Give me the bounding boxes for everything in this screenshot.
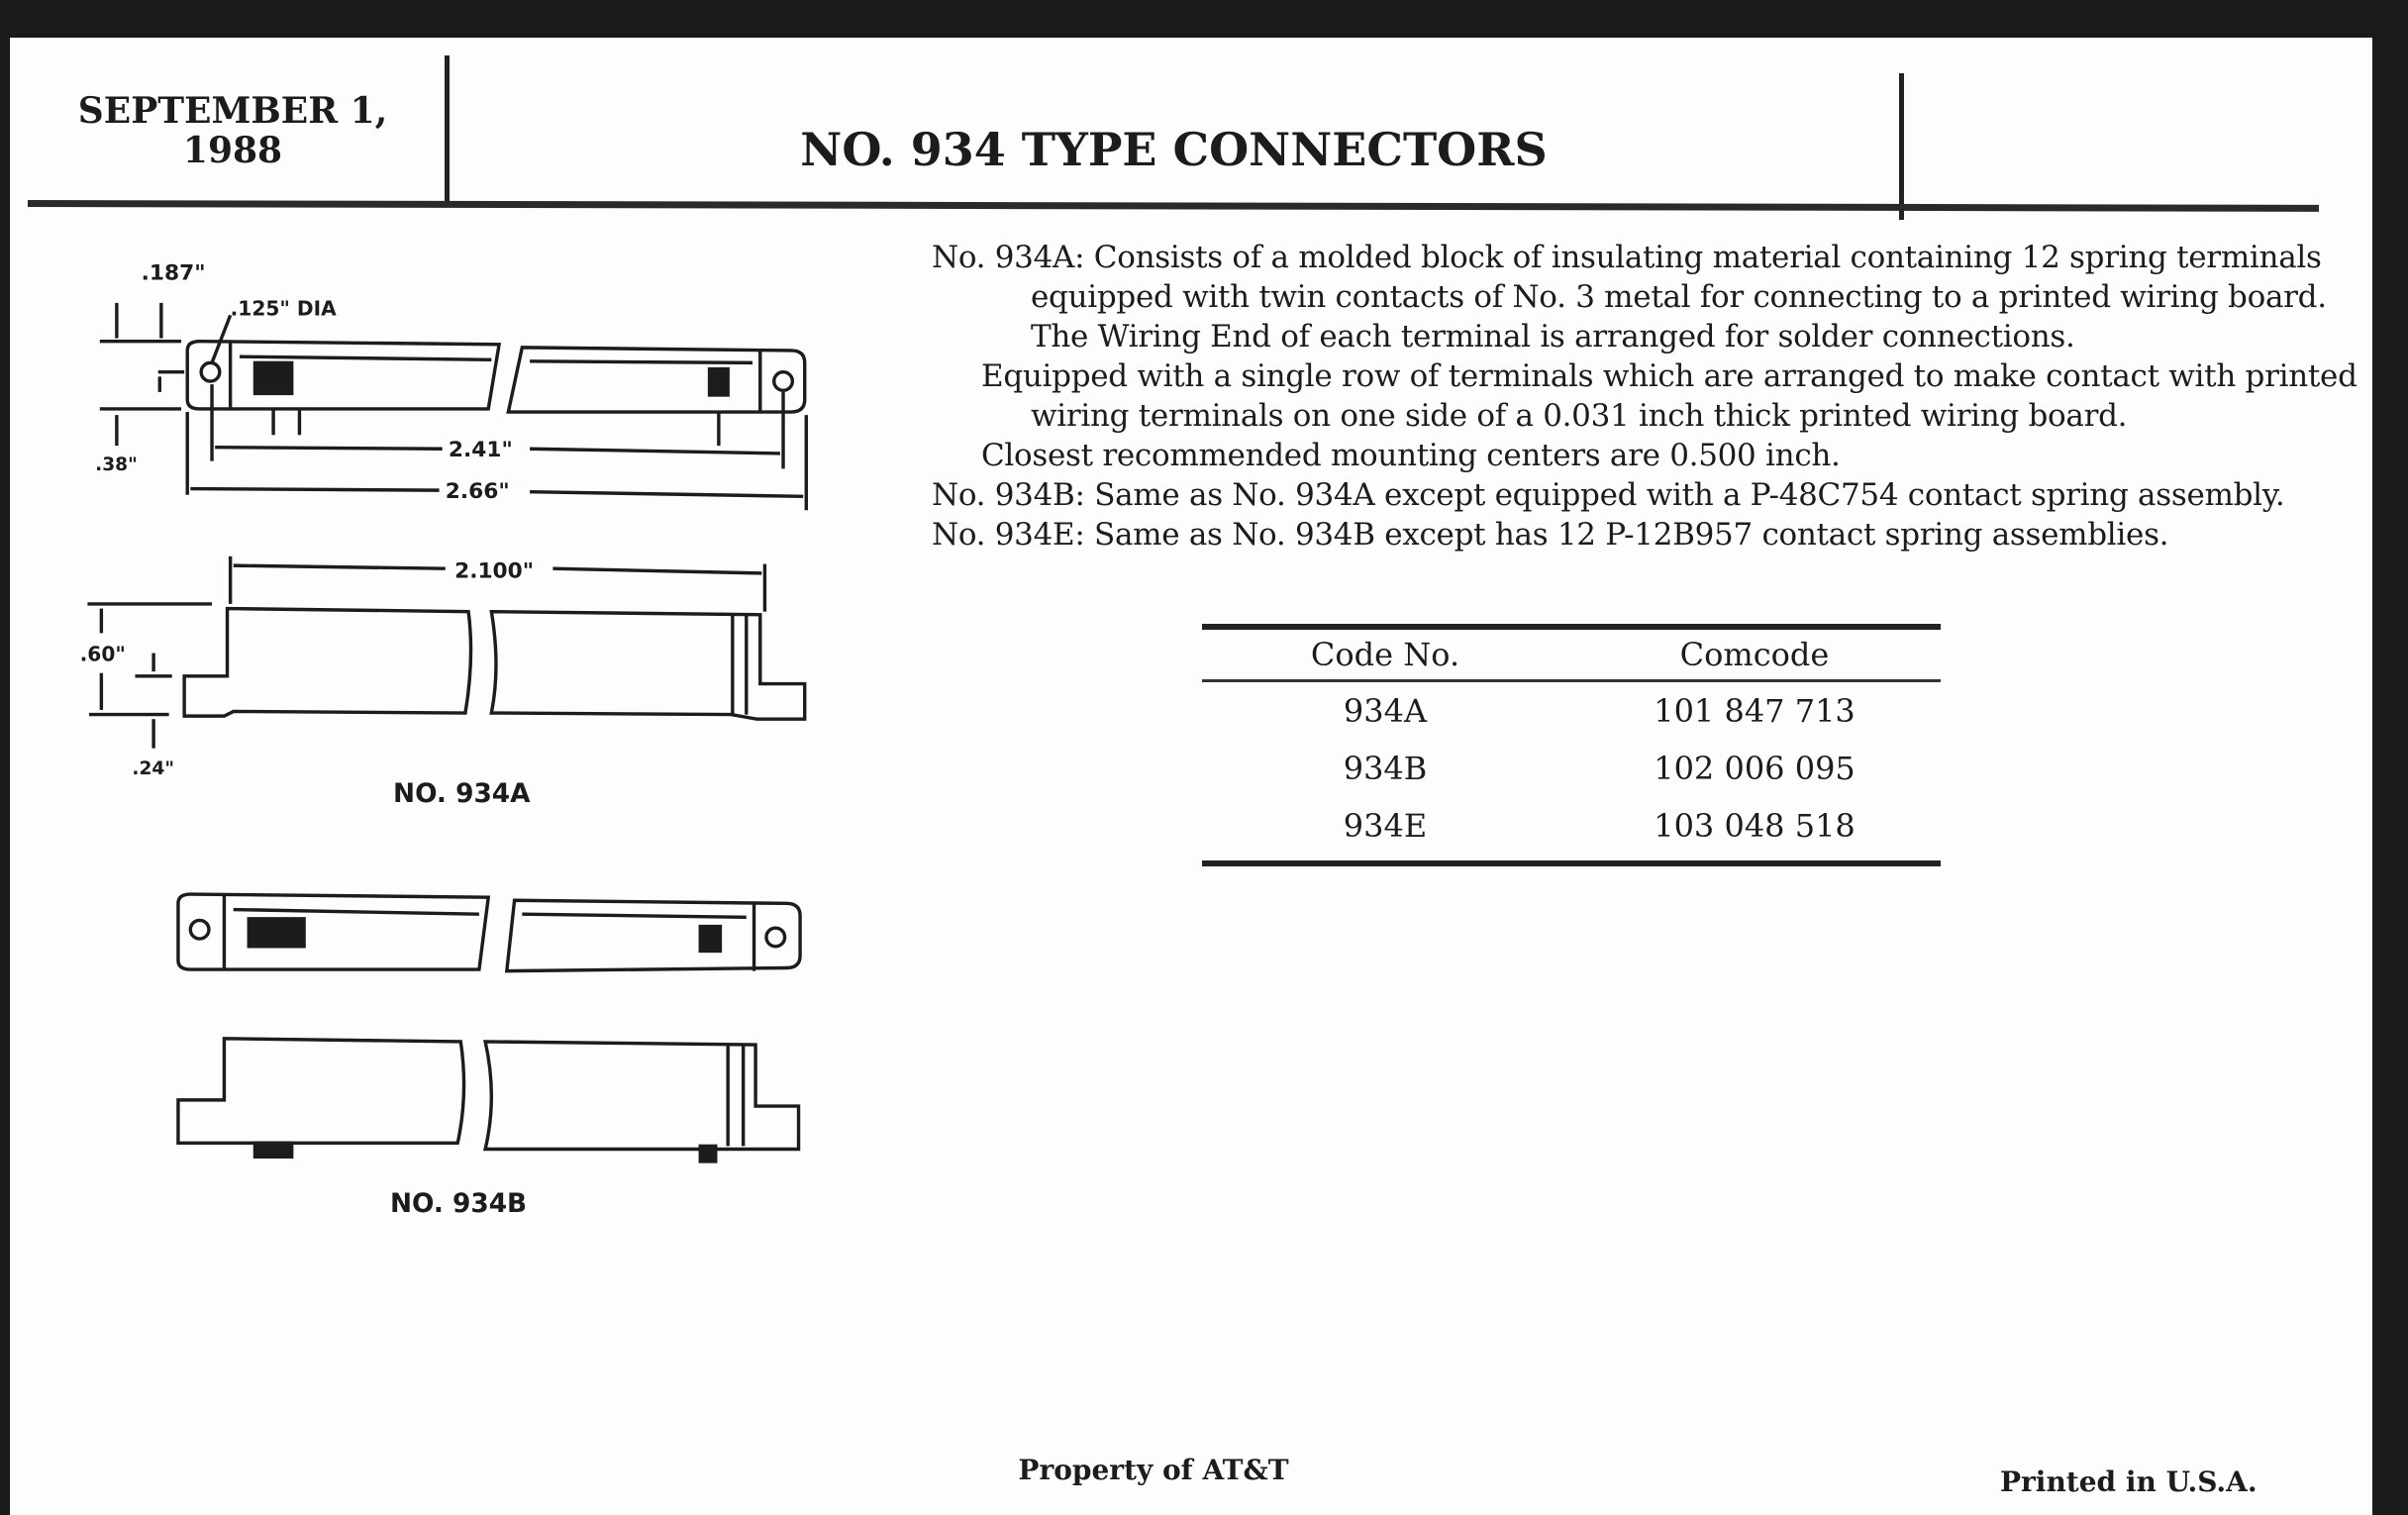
property-notice: Property of AT&T — [1018, 1454, 1289, 1486]
dim-label: .125" DIA — [231, 296, 337, 320]
934b-top-view — [176, 892, 802, 973]
dim-label: 2.66" — [446, 479, 510, 504]
desc-line: No. 934B: Same as No. 934A except equipp… — [932, 477, 2285, 513]
dim-label: .60" — [80, 642, 126, 665]
desc-line: The Wiring End of each terminal is arran… — [1031, 319, 2075, 354]
desc-line: equipped with twin contacts of No. 3 met… — [1031, 279, 2327, 315]
issue-date: SEPTEMBER 1,1988 — [69, 91, 396, 170]
date-line: SEPTEMBER 1, — [77, 90, 388, 132]
header-divider — [1899, 73, 1904, 220]
printed-notice: Printed in U.S.A. — [2000, 1465, 2258, 1498]
page-title: NO. 934 TYPE CONNECTORS — [800, 123, 1548, 176]
table-rule — [1202, 679, 1941, 682]
document-page — [10, 38, 2372, 1515]
code-cell: 934A — [1343, 692, 1428, 730]
description: No. 934A: Consists of a molded block of … — [932, 238, 2358, 555]
comcode-cell: 102 006 095 — [1654, 750, 1856, 787]
dim-label: 2.41" — [449, 438, 513, 462]
table-row: 934A 101 847 713 — [1202, 682, 1941, 740]
dim-label: .38" — [95, 454, 138, 475]
934b-side-view — [176, 1037, 801, 1163]
desc-line: No. 934E: Same as No. 934B except has 12… — [932, 517, 2169, 553]
code-cell: 934B — [1343, 750, 1428, 787]
table-header: Code No. Comcode — [1202, 630, 1941, 679]
desc-line: Equipped with a single row of terminals … — [981, 358, 2358, 394]
934a-top-view — [99, 302, 808, 511]
desc-line: wiring terminals on one side of a 0.031 … — [1031, 398, 2128, 434]
dim-label: .24" — [132, 758, 174, 779]
table-rule — [1202, 860, 1941, 866]
dim-label: .187" — [142, 261, 206, 286]
header-code: Code No. — [1310, 636, 1460, 673]
code-cell: 934E — [1343, 807, 1428, 845]
comcode-cell: 103 048 518 — [1654, 807, 1856, 845]
date-year: 1988 — [182, 130, 283, 171]
desc-line: Closest recommended mounting centers are… — [981, 438, 1841, 473]
table-row: 934B 102 006 095 — [1202, 740, 1941, 797]
drawing-label-934b: NO. 934B — [390, 1189, 527, 1219]
header-comcode: Comcode — [1679, 636, 1830, 673]
934a-side-view — [87, 556, 807, 749]
header-divider — [445, 55, 450, 204]
table-row: 934E 103 048 518 — [1202, 797, 1941, 855]
desc-line: No. 934A: Consists of a molded block of … — [932, 240, 2322, 275]
table-rule — [1202, 624, 1941, 630]
comcode-cell: 101 847 713 — [1654, 692, 1856, 730]
dim-label: 2.100" — [454, 559, 534, 584]
drawing-label-934a: NO. 934A — [393, 779, 531, 809]
code-table: Code No. Comcode 934A 101 847 713 934B 102… — [1202, 624, 1941, 866]
